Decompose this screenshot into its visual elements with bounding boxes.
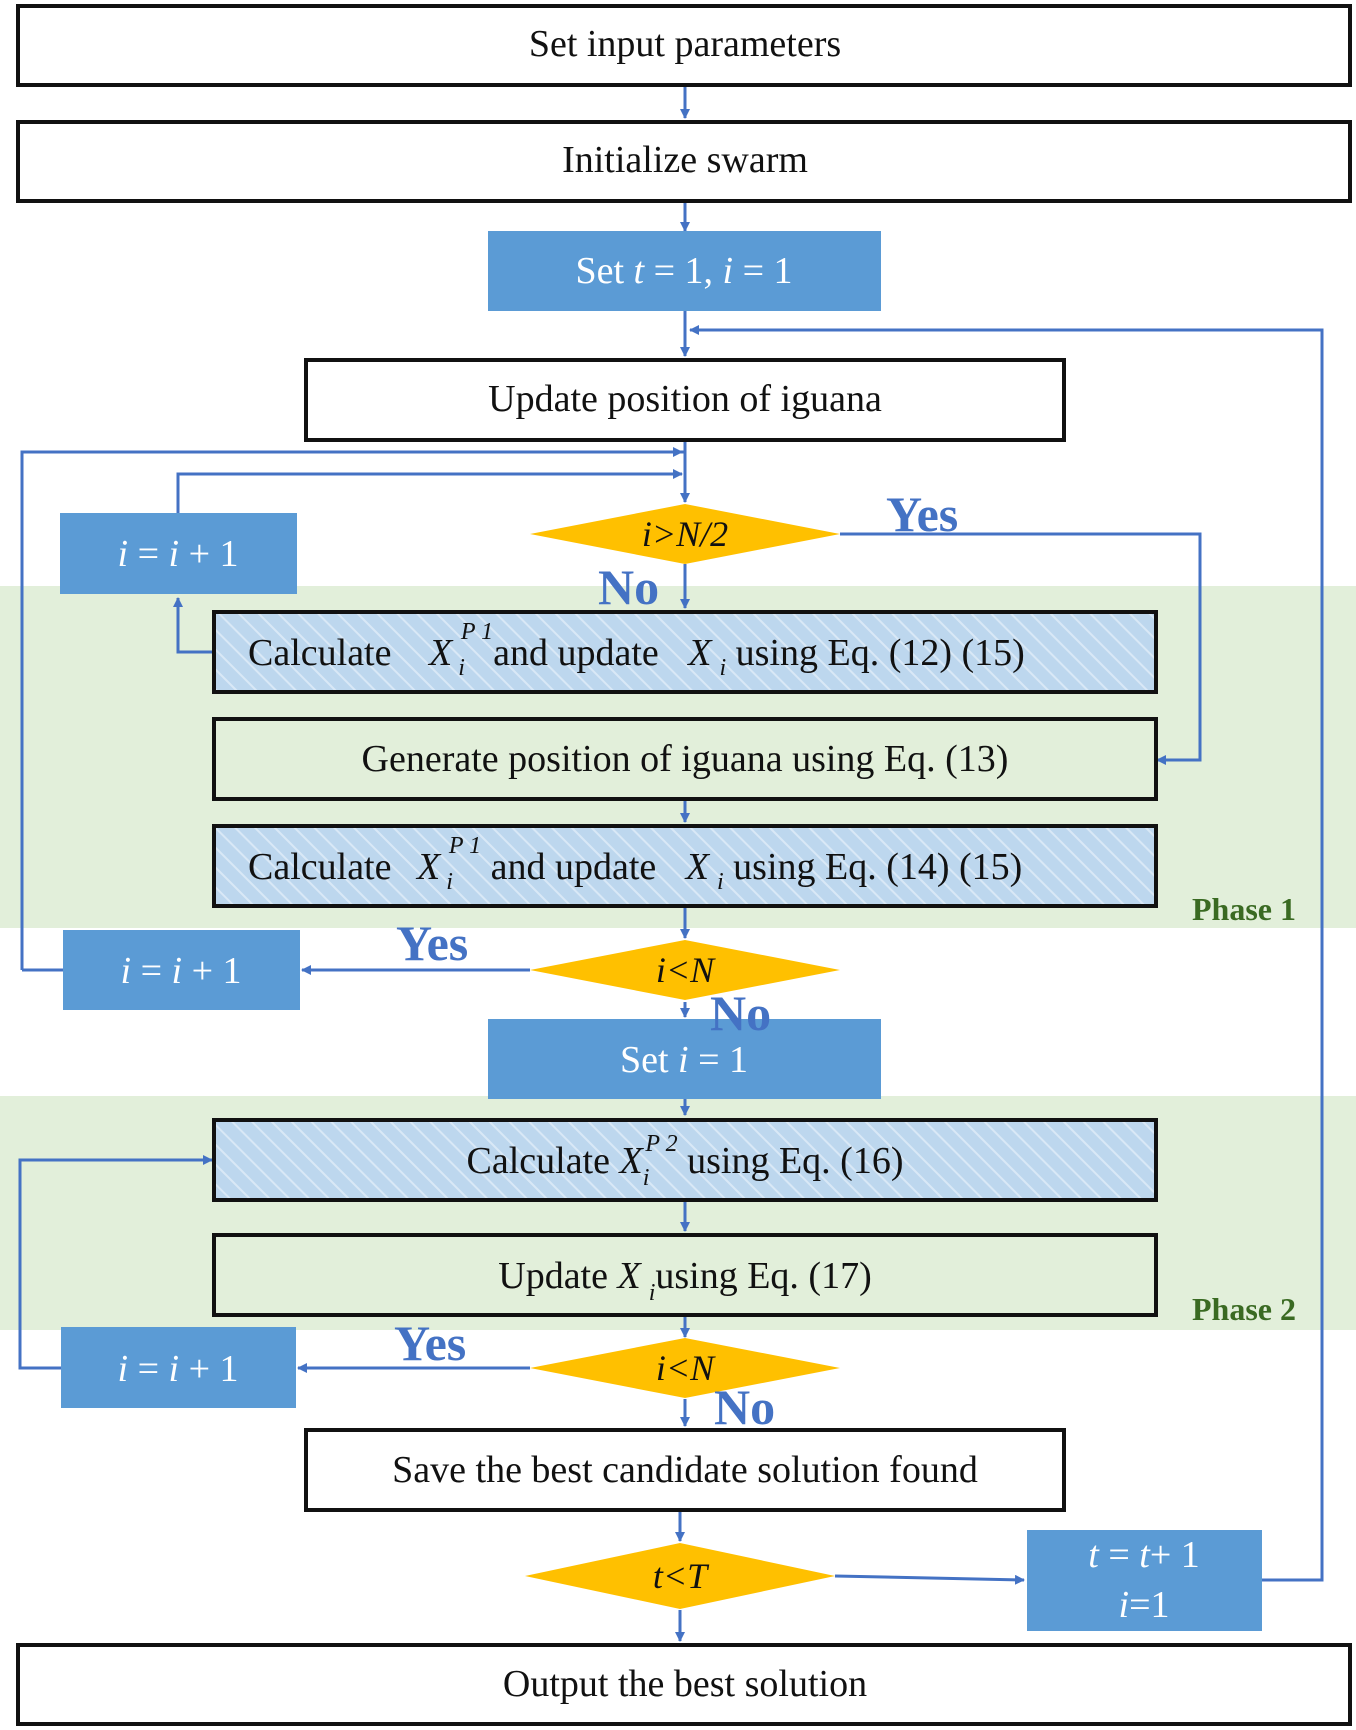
increment-i-top-label: i = i + 1 <box>118 533 239 575</box>
no-label-half: No <box>598 559 659 615</box>
set-i-label: Set i = 1 <box>620 1039 748 1081</box>
increment-t-line2: i=1 <box>1119 1584 1170 1626</box>
decision-i-gt-half: i>N/2 <box>530 504 840 564</box>
generate-position-label: Generate position of iguana using Eq. (1… <box>362 738 1009 780</box>
decision-t-lt-T: t<T <box>525 1543 835 1609</box>
update-position-label: Update position of iguana <box>488 378 882 420</box>
connectors <box>18 85 1324 1642</box>
decision-i-lt-n-1-label: i<N <box>656 950 716 990</box>
output-node: Output the best solution <box>16 1643 1352 1726</box>
save-best-label: Save the best candidate solution found <box>392 1449 978 1491</box>
phase1-label: Phase 1 <box>1192 891 1296 927</box>
init-swarm-node: Initialize swarm <box>16 120 1352 203</box>
yes-label-half: Yes <box>886 486 958 542</box>
no-label-n2: No <box>714 1379 775 1435</box>
decision-i-lt-n-2-label: i<N <box>656 1348 716 1388</box>
decision-i-gt-half-label: i>N/2 <box>642 514 728 554</box>
phase2-label: Phase 2 <box>1192 1291 1296 1327</box>
update-position-node: Update position of iguana <box>304 358 1066 442</box>
decision-i-lt-n-2: i<N <box>530 1338 840 1398</box>
save-best-node: Save the best candidate solution found <box>304 1428 1066 1512</box>
increment-i-bottom-label: i = i + 1 <box>118 1348 239 1390</box>
calculate-phase2-label: Calculate XiP 2 using Eq. (16) <box>467 1131 904 1191</box>
set-input-label: Set input parameters <box>529 23 841 65</box>
yes-label-n1: Yes <box>396 915 468 971</box>
increment-i-top: i = i + 1 <box>60 513 297 594</box>
init-swarm-label: Initialize swarm <box>562 139 808 181</box>
set-t-i-label: Set t = 1, i = 1 <box>575 250 792 292</box>
decision-i-lt-n-1: i<N <box>530 940 840 1000</box>
set-t-i-node: Set t = 1, i = 1 <box>488 231 881 311</box>
yes-label-n2: Yes <box>394 1315 466 1371</box>
increment-i-bottom: i = i + 1 <box>61 1327 296 1408</box>
generate-position-node: Generate position of iguana using Eq. (1… <box>212 717 1158 801</box>
increment-i-mid: i = i + 1 <box>63 930 300 1010</box>
set-input-node: Set input parameters <box>16 4 1352 87</box>
set-i-node: Set i = 1 <box>488 1019 881 1099</box>
increment-i-mid-label: i = i + 1 <box>121 950 242 992</box>
increment-t-line1: t = t+ 1 <box>1088 1534 1200 1576</box>
increment-t-node: t = t+ 1 i=1 <box>1027 1530 1262 1631</box>
output-label: Output the best solution <box>503 1663 867 1705</box>
no-label-n1: No <box>710 985 771 1041</box>
calculate-phase2-node: Calculate XiP 2 using Eq. (16) <box>212 1118 1158 1202</box>
decision-t-lt-T-label: t<T <box>653 1556 710 1596</box>
